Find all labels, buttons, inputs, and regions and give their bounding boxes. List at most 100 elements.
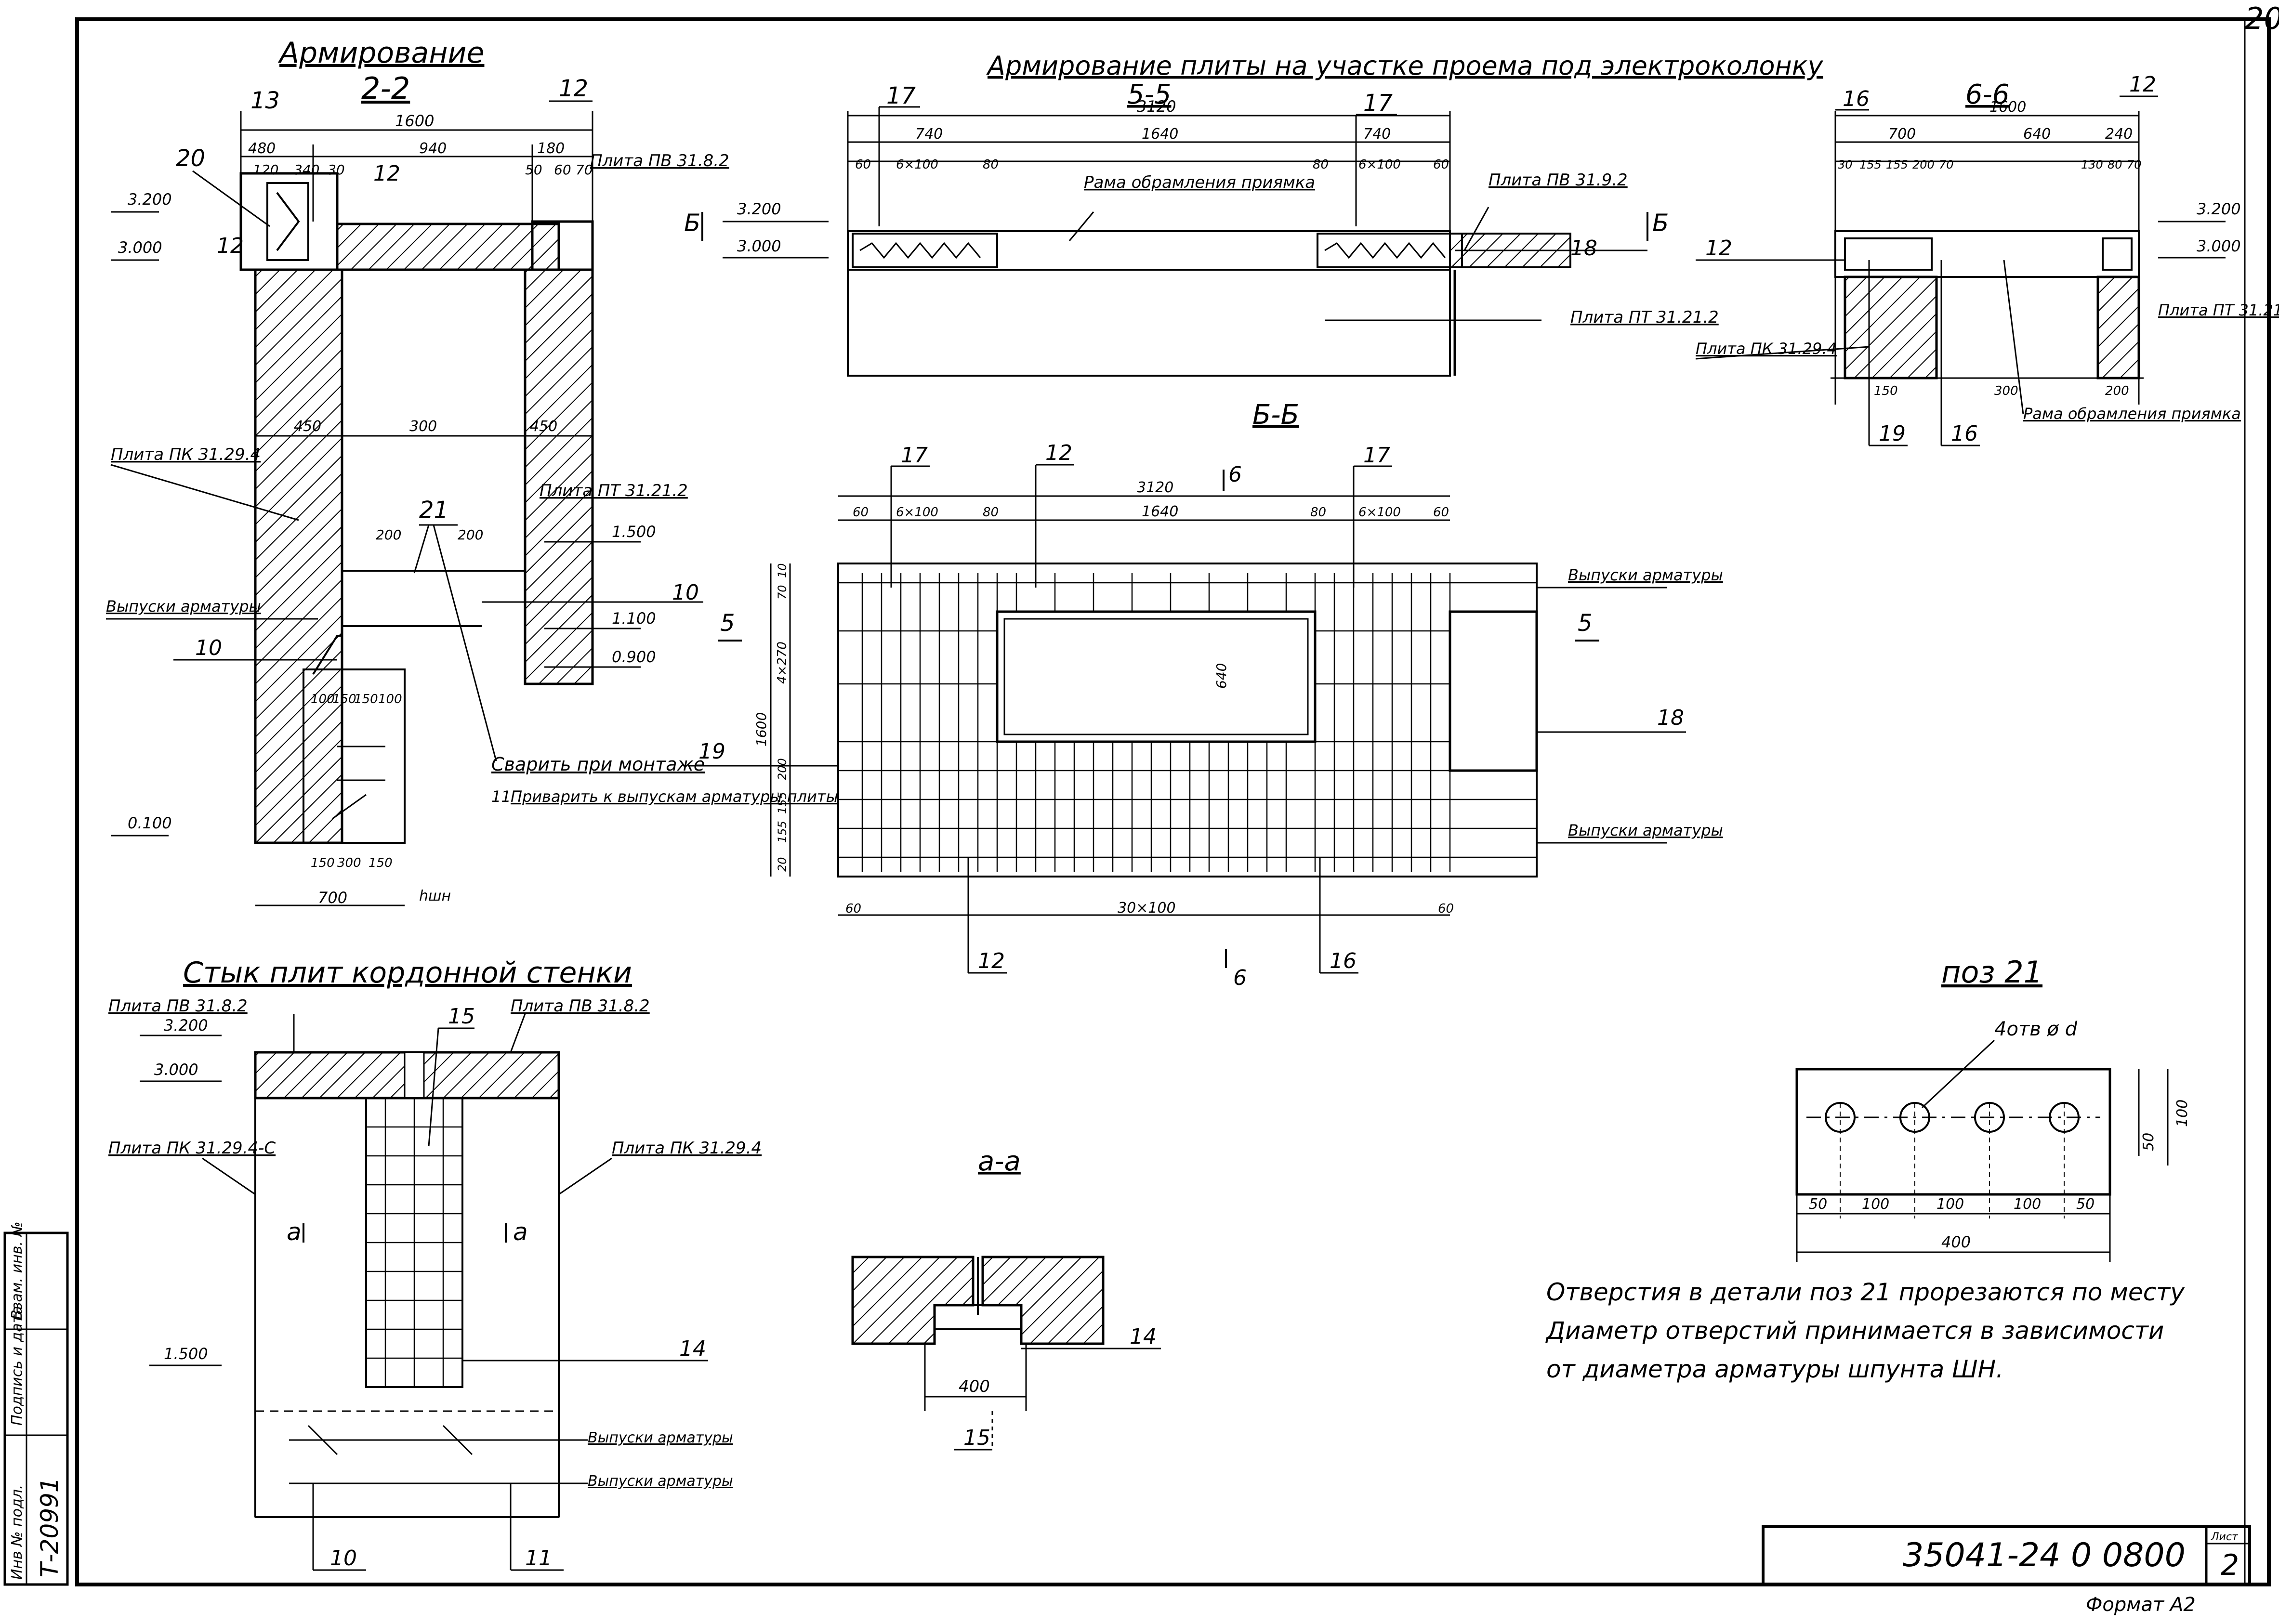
dim-bb-70: 70	[776, 585, 789, 600]
dim-22-200b: 200	[458, 527, 483, 543]
dim-55-6x100a: 6×100	[896, 157, 938, 172]
page-number: 20	[2245, 1, 2279, 36]
view-66-section: 6-6	[1965, 79, 2009, 110]
dim-66-200: 200	[1912, 158, 1935, 171]
dim-55-740a: 740	[915, 126, 943, 143]
dim-aa-400: 400	[959, 1377, 990, 1396]
callout-bb-17b: 17	[1363, 443, 1390, 468]
callout-66-19: 19	[1879, 421, 1906, 446]
dim-66-700: 700	[1888, 126, 1916, 143]
dim-66-640: 640	[2023, 126, 2051, 143]
level-joint-3200: 3.200	[164, 1016, 208, 1035]
level-joint-1500: 1.500	[164, 1345, 208, 1363]
dim-22-j: 70	[576, 162, 593, 178]
view-a-a: а-а 14 400 15	[851, 1146, 1161, 1451]
dim-22-300: 300	[409, 418, 437, 435]
dim-bb-60c: 60	[845, 902, 861, 916]
dim-22-150a: 150	[332, 692, 356, 707]
callout-bb-12b: 12	[978, 949, 1005, 973]
dim-22-450a: 450	[294, 418, 321, 435]
label-66-plate-right: Плита ПТ 31.21.2	[2158, 301, 2279, 319]
dim-22-450b: 450	[530, 418, 557, 435]
dim-22-f: 340	[294, 162, 319, 178]
dim-bb-155a: 155	[776, 792, 789, 814]
dim-66-70b: 70	[2127, 158, 2142, 171]
dim-bb-30x100: 30×100	[1118, 900, 1176, 917]
dim-55-80a: 80	[983, 157, 999, 172]
dim-66-150: 150	[1874, 384, 1898, 398]
view-joint-title: Стык плит кордонной стенки	[183, 956, 632, 990]
view-bb-section: Б-Б	[1252, 399, 1299, 431]
callout-22-10a: 10	[195, 636, 222, 660]
view-6-6: 6-6 16 12 1600 700 640 240 30 155 155 20…	[1695, 72, 2279, 446]
dim-bb-20: 20	[776, 857, 789, 872]
dim-22-a: 1600	[395, 112, 434, 130]
wall-right-22	[524, 268, 594, 685]
dim-22-c: 940	[419, 140, 447, 157]
dim-bb-80b: 80	[1310, 505, 1326, 520]
general-note: Отверстия в детали поз 21 прорезаются по…	[1545, 1278, 2185, 1383]
plate-pos21	[1795, 1068, 2111, 1196]
level-marks-66: 3.200 3.000	[2158, 200, 2241, 259]
dim-22-150b: 150	[354, 692, 378, 707]
note-line-3: от диаметра арматуры шпунта ШН.	[1546, 1355, 2003, 1383]
dim-pos21-100b: 100	[1936, 1196, 1964, 1213]
view-aa-section: а-а	[978, 1146, 1021, 1177]
callout-22-12b: 12	[373, 161, 400, 186]
view-22-section: 2-2	[361, 71, 410, 106]
dim-55-740b: 740	[1363, 126, 1391, 143]
wall-right-66	[2096, 275, 2140, 380]
dim-bb-3120: 3120	[1137, 479, 1173, 496]
callout-55-17a: 17	[886, 82, 916, 109]
dim-bb-60b: 60	[1433, 505, 1449, 520]
dim-bb-6x100b: 6×100	[1358, 505, 1401, 520]
label-joint-outlets-1: Выпуски арматуры	[588, 1429, 733, 1446]
dim-pos21-50b: 50	[2076, 1196, 2095, 1213]
label-22-plate-right: Плита ПТ 31.21.2	[540, 481, 688, 500]
dim-bb-155b: 155	[776, 821, 789, 843]
sheet-no: 2	[2221, 1548, 2239, 1582]
dim-66-80: 80	[2108, 158, 2122, 171]
view-joint: Стык плит кордонной стенки Плита ПВ 31.8…	[108, 956, 762, 1571]
slab-top-22	[336, 223, 560, 271]
level-joint-3000: 3.000	[154, 1061, 198, 1079]
level-22-1100: 1.100	[612, 609, 656, 628]
opening-bb	[996, 610, 1317, 743]
dim-bb-10: 10	[776, 563, 789, 578]
title-block: 35041-24 0 0800 Лист 2	[1762, 1525, 2251, 1586]
label-joint-outlets-2: Выпуски арматуры	[588, 1473, 733, 1490]
dim-pos21-50c: 50	[2140, 1133, 2157, 1151]
callout-joint-15: 15	[448, 1004, 475, 1029]
dim-66-155a: 155	[1859, 158, 1882, 171]
mark-bb-5-right: 5	[1578, 610, 1593, 637]
callout-bb-19: 19	[698, 739, 725, 764]
label-55-frame: Рама обрамления приямка	[1084, 173, 1315, 192]
callout-joint-11: 11	[525, 1546, 552, 1571]
mark-55-b-left: Б	[684, 209, 700, 237]
callout-66-16b: 16	[1951, 421, 1978, 446]
level-22-3000: 3.000	[118, 238, 162, 257]
view-22-title: Армирование	[277, 36, 484, 70]
level-22-0100: 0.100	[128, 814, 172, 832]
mark-bb-6-top: 6	[1228, 462, 1242, 487]
dim-bb-640: 640	[1213, 663, 1229, 689]
dim-pos21-100a: 100	[1862, 1196, 1889, 1213]
callout-aa-14: 14	[1130, 1324, 1157, 1349]
dim-22-i: 60	[554, 162, 571, 178]
level-marks-55: 3.200 3.000	[723, 200, 829, 259]
dim-pos21-100d: 100	[2174, 1100, 2191, 1127]
callout-aa-15: 15	[963, 1426, 990, 1450]
callout-66-12a: 12	[2129, 72, 2156, 97]
label-22-plate-left: Плита ПК 31.29.4	[111, 445, 261, 464]
dim-66-300: 300	[1994, 384, 2018, 398]
dim-22-700: 700	[318, 889, 347, 907]
callout-22-13: 13	[250, 87, 280, 114]
dim-66-240: 240	[2105, 126, 2133, 143]
stamp-inventory-no: Т-20991	[36, 1477, 64, 1577]
stamp-inv: Инв № подл.	[9, 1485, 26, 1580]
dim-bb-4x270: 4×270	[775, 642, 790, 684]
label-bb-outlets-top: Выпуски арматуры	[1568, 566, 1723, 584]
mark-bb-5-left: 5	[720, 610, 735, 637]
mark-joint-a-right: а	[513, 1218, 528, 1246]
